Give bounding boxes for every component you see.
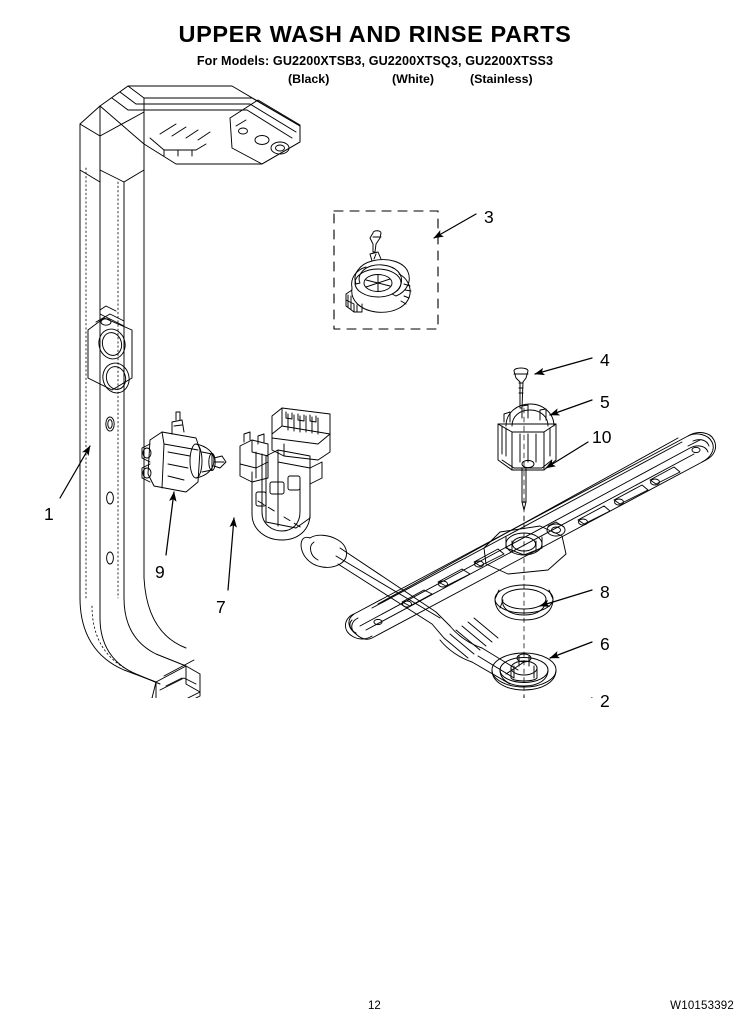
leader-1 [59,445,91,499]
callout-7: 7 [216,597,226,617]
callout-leaders [59,213,593,698]
leader-6 [549,641,593,659]
page-title: UPPER WASH AND RINSE PARTS [178,21,572,47]
finish-label-black: (Black) [288,71,330,86]
document-header: UPPER WASH AND RINSE PARTS For Models: G… [0,0,750,92]
leader-5 [549,399,593,416]
leader-4 [534,357,593,376]
callout-5: 5 [600,392,610,412]
diagram-canvas [59,85,717,698]
part-2-retaining-screw [523,695,525,698]
part-10-upper-spray-arm [345,432,717,640]
callout-4: 4 [600,350,610,370]
callout-10: 10 [592,427,612,447]
callout-9: 9 [155,562,165,582]
callout-6: 6 [600,634,610,654]
leader-9 [165,491,177,556]
spray-arm-feed-duct [300,534,525,685]
leader-3 [433,213,477,239]
part-4-mounting-screw [513,367,529,409]
finish-label-stainless: (Stainless) [470,71,533,86]
part-3-bearing-retainer-kit [333,210,439,330]
document-footer: 12 W10153392 [0,1000,750,1024]
finish-label-white: (White) [392,71,434,86]
callout-2: 2 [600,691,610,711]
leader-8 [539,589,593,607]
page-number: 12 [368,1000,381,1012]
part-7-mounting-bracket [239,407,331,541]
sheet-code: W10153392 [670,1000,734,1012]
leader-10 [545,441,589,469]
finish-labels-row: (Black) (White) (Stainless) [0,72,750,92]
parts-diagram [0,78,750,698]
part-5-bearing-clip [497,403,557,527]
part-9-inlet-nozzle-coupler [141,411,227,493]
models-subtitle: For Models: GU2200XTSB3, GU2200XTSQ3, GU… [196,53,554,68]
callout-3: 3 [484,207,494,227]
part-1-feed-tube-manifold [79,85,301,698]
callout-1: 1 [44,504,54,524]
leader-7 [227,517,237,591]
callout-8: 8 [600,582,610,602]
